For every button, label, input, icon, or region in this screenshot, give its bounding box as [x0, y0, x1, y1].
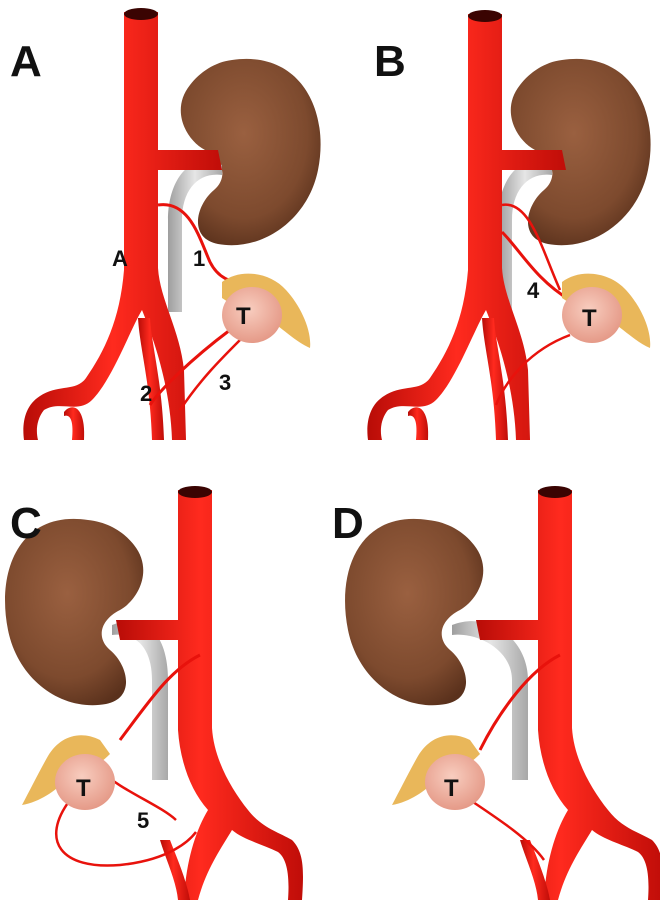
panel-letter: A: [10, 40, 42, 84]
panel-letter: C: [10, 502, 42, 546]
aorta: [476, 490, 660, 900]
vessel-label-aorta: A: [112, 248, 128, 270]
tumor-label: T: [236, 305, 251, 329]
aorta-opening: [538, 486, 572, 498]
aorta-opening: [178, 486, 212, 498]
panel-d: D T: [330, 460, 660, 920]
kidney: [345, 519, 483, 705]
aorta: [116, 490, 303, 900]
vessel-label-2: 2: [140, 383, 152, 405]
vessel-label-4: 4: [527, 280, 539, 302]
panel-d-illustration: [330, 460, 660, 920]
panel-b: B 4 T: [330, 0, 660, 460]
panel-letter: D: [332, 502, 364, 546]
tumor-label: T: [76, 777, 91, 801]
vessel-label-5: 5: [137, 810, 149, 832]
panel-a-illustration: [0, 0, 330, 460]
tumor-label: T: [582, 307, 597, 331]
panel-c: C 5 T: [0, 460, 330, 920]
aorta-opening: [124, 8, 158, 20]
vessel-label-1: 1: [193, 248, 205, 270]
iliac-branch: [64, 407, 84, 440]
aorta-opening: [468, 10, 502, 22]
iliac-branch: [408, 407, 428, 440]
panel-letter: B: [374, 40, 406, 84]
vessel-label-3: 3: [219, 372, 231, 394]
tumor-label: T: [444, 777, 459, 801]
tumor: [222, 287, 282, 343]
panel-c-illustration: [0, 460, 330, 920]
panel-a: A A 1 2 3 T: [0, 0, 330, 460]
ureter: [112, 621, 168, 780]
